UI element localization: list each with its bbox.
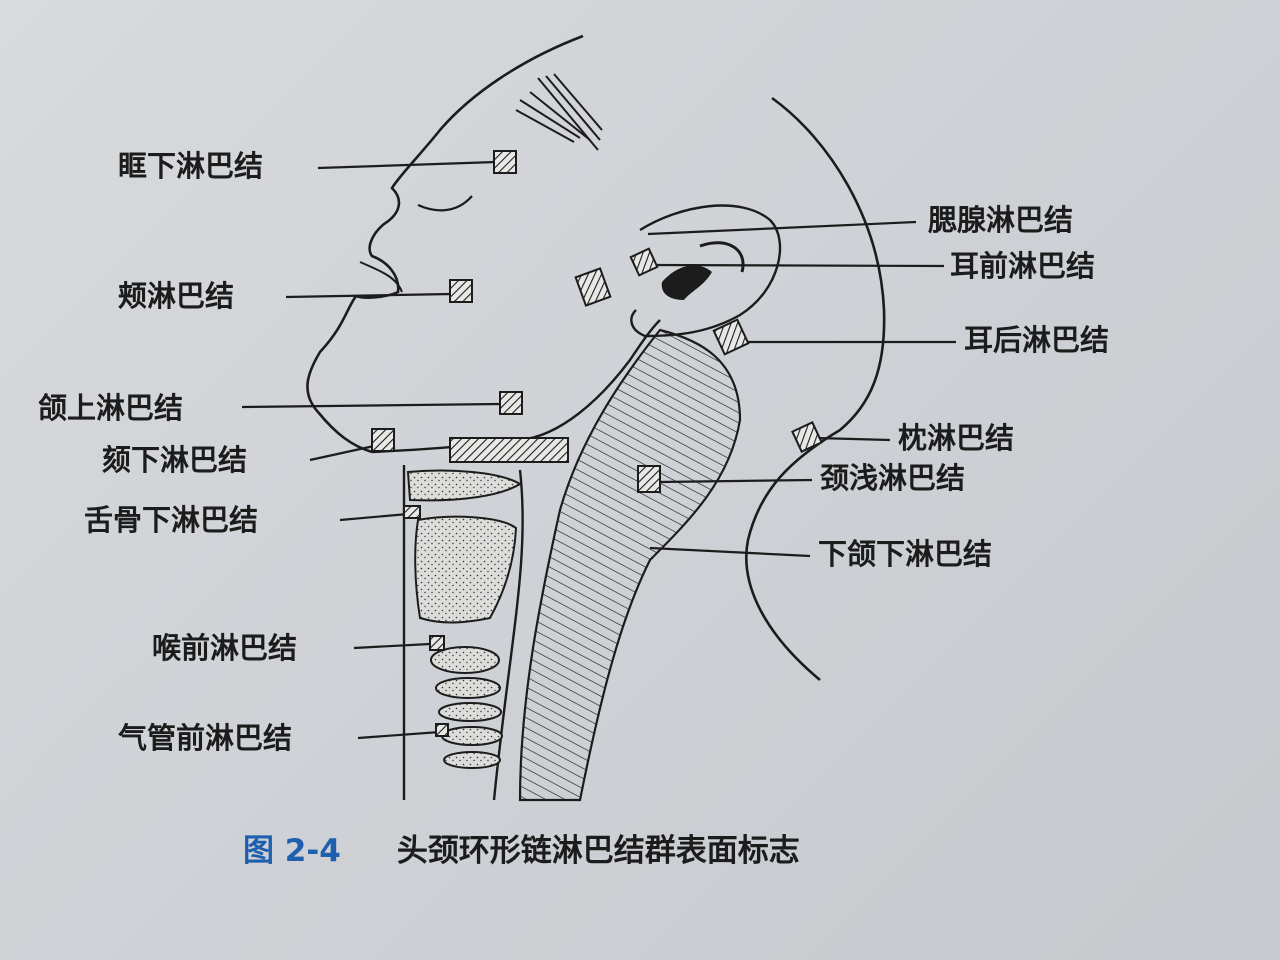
node-preauricular: [629, 247, 659, 277]
figure-caption: 图 2-4 头颈环形链淋巴结群表面标志: [243, 836, 800, 867]
node-superficial-cervical: [637, 465, 661, 493]
lips: [359, 261, 403, 293]
node-submental: [371, 428, 395, 452]
node-infrahyoid: [403, 505, 421, 519]
label-pretracheal-node: 气管前淋巴结: [118, 721, 293, 755]
label-buccal-node: 颊淋巴结: [118, 279, 235, 313]
eyebrow: [515, 73, 603, 151]
label-infraorbital-node: 眶下淋巴结: [118, 149, 264, 183]
eye: [417, 195, 473, 212]
label-occipital-node: 枕淋巴结: [898, 421, 1015, 455]
tracheal-rings: [430, 646, 503, 769]
sternocleidomastoid-muscle: [518, 328, 742, 802]
label-submental-node: 颏下淋巴结: [102, 443, 248, 477]
neck-back-outline: [745, 96, 886, 681]
jaw-line: [371, 319, 661, 454]
label-prelaryngeal-node: 喉前淋巴结: [152, 631, 298, 665]
ear-outline: [630, 204, 782, 338]
figure-number: 图 2-4: [243, 833, 341, 869]
label-postauricular-node: 耳后淋巴结: [964, 323, 1110, 357]
node-pretracheal: [435, 723, 449, 737]
node-postauricular: [712, 318, 750, 356]
label-parotid-node: 腮腺淋巴结: [928, 203, 1074, 237]
larynx-outline: [402, 465, 524, 801]
label-infrahyoid-node: 舌骨下淋巴结: [84, 503, 259, 537]
lymph-node-markers: [371, 150, 823, 737]
thyroid-cartilage: [414, 515, 518, 624]
ear-helix-curl: [699, 241, 745, 273]
hyoid-bar: [449, 437, 569, 463]
node-parotid: [574, 267, 612, 307]
label-superficial-cervical-node: 颈浅淋巴结: [820, 461, 966, 495]
node-infraorbital: [493, 150, 517, 174]
node-supramandibular: [499, 391, 523, 415]
node-occipital: [791, 421, 823, 453]
label-preauricular-node: 耳前淋巴结: [950, 249, 1096, 283]
leader-lines: [241, 160, 956, 740]
node-buccal: [449, 279, 473, 303]
ear-inner: [661, 265, 712, 300]
figure-title: 头颈环形链淋巴结群表面标志: [396, 833, 800, 869]
label-supramandibular-node: 颌上淋巴结: [38, 391, 184, 425]
hyoid-bone: [406, 469, 522, 502]
face-profile-outline: [306, 34, 584, 454]
label-submandibular-node: 下颌下淋巴结: [818, 537, 993, 571]
node-prelaryngeal: [429, 635, 445, 651]
